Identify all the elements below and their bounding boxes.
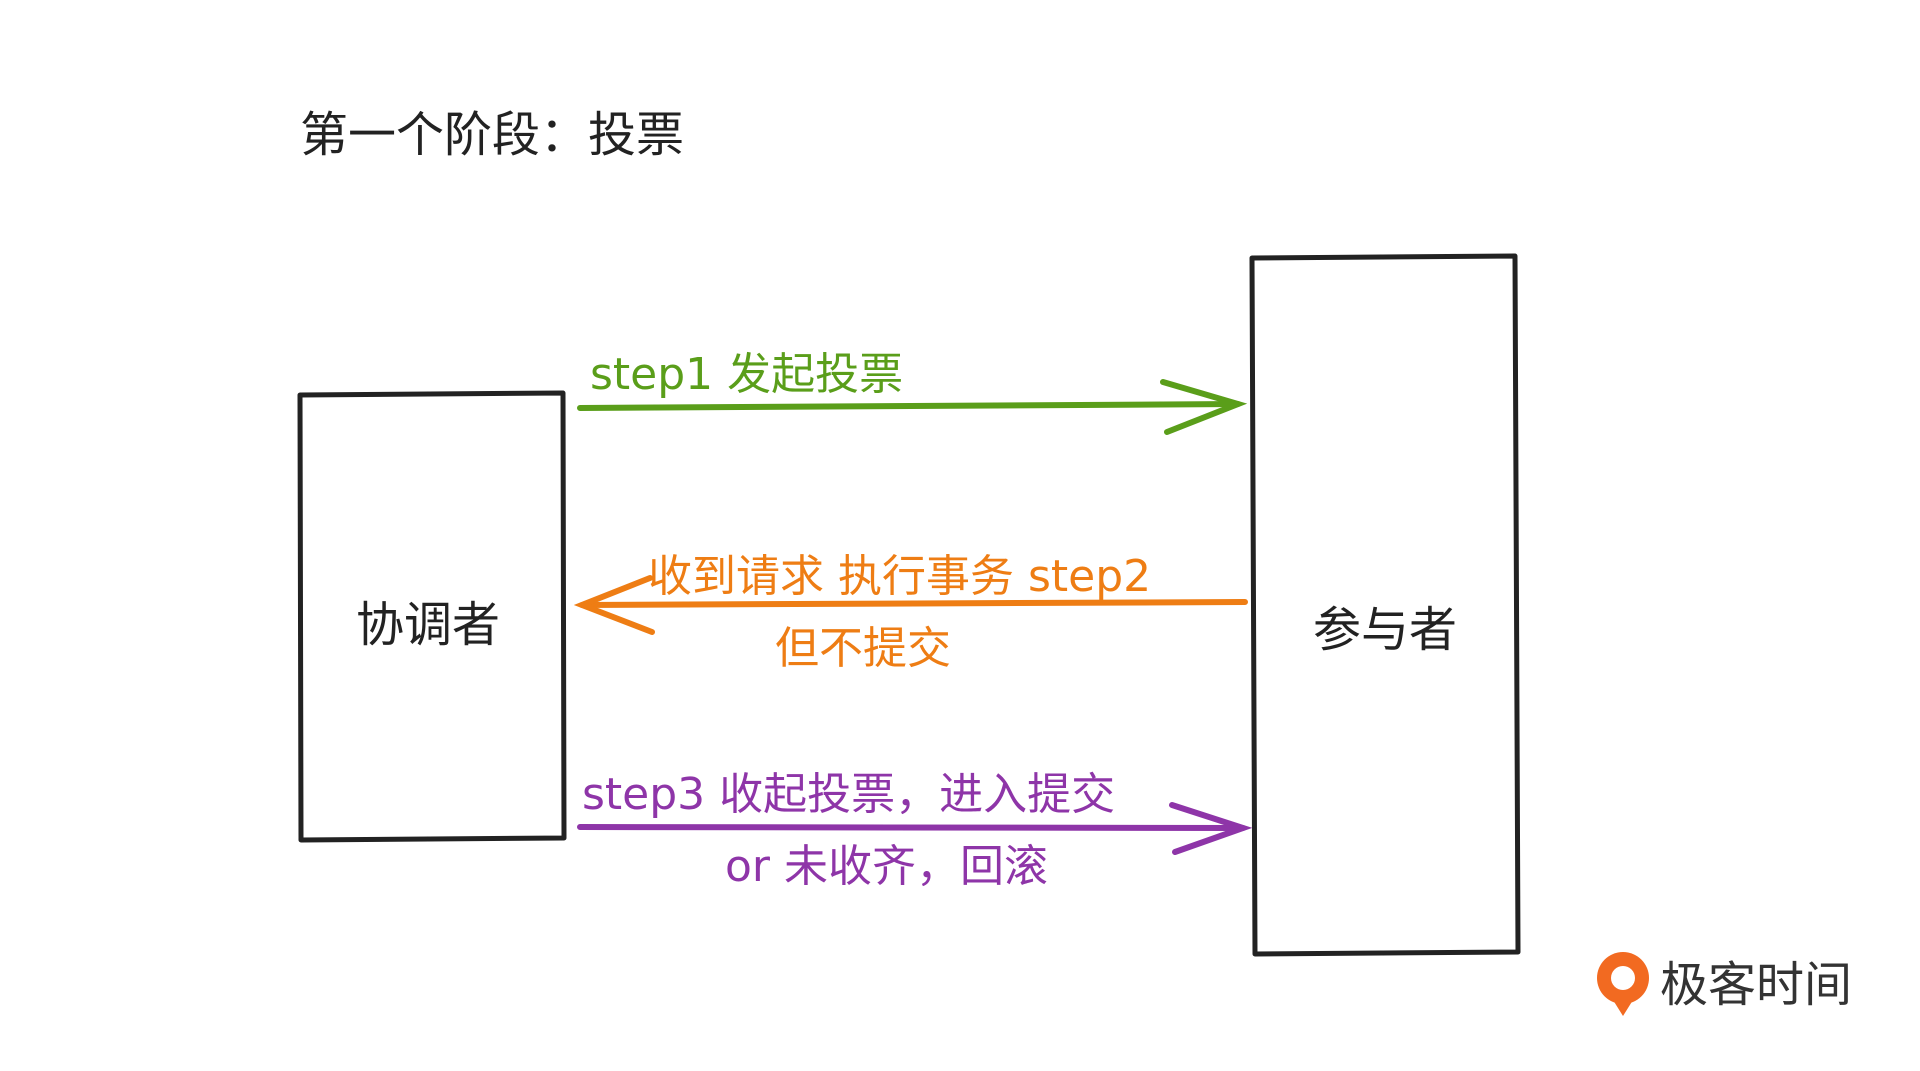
step2-label-line2: 但不提交 <box>775 623 951 674</box>
step2-arrow <box>573 575 1248 635</box>
geektime-logo: 极客时间 <box>1588 945 1852 1015</box>
step3-arrow <box>577 802 1253 855</box>
participant-box <box>1249 253 1521 957</box>
geektime-logo-icon <box>1597 952 1649 1016</box>
step1-label: step1 发起投票 <box>590 349 904 400</box>
step3-label-line2: or 未收齐，回滚 <box>725 841 1048 892</box>
coordinator-box <box>297 390 567 843</box>
logo-text: 极客时间 <box>1660 957 1853 1013</box>
coordinator-label: 协调者 <box>356 597 501 653</box>
step1-arrow <box>577 379 1248 435</box>
step3-label-line1: step3 收起投票，进入提交 <box>582 769 1116 820</box>
step2-label-line1: 收到请求 执行事务 step2 <box>648 551 1152 602</box>
participant-label: 参与者 <box>1313 602 1458 658</box>
page-title: 第一个阶段：投票 <box>300 107 685 163</box>
